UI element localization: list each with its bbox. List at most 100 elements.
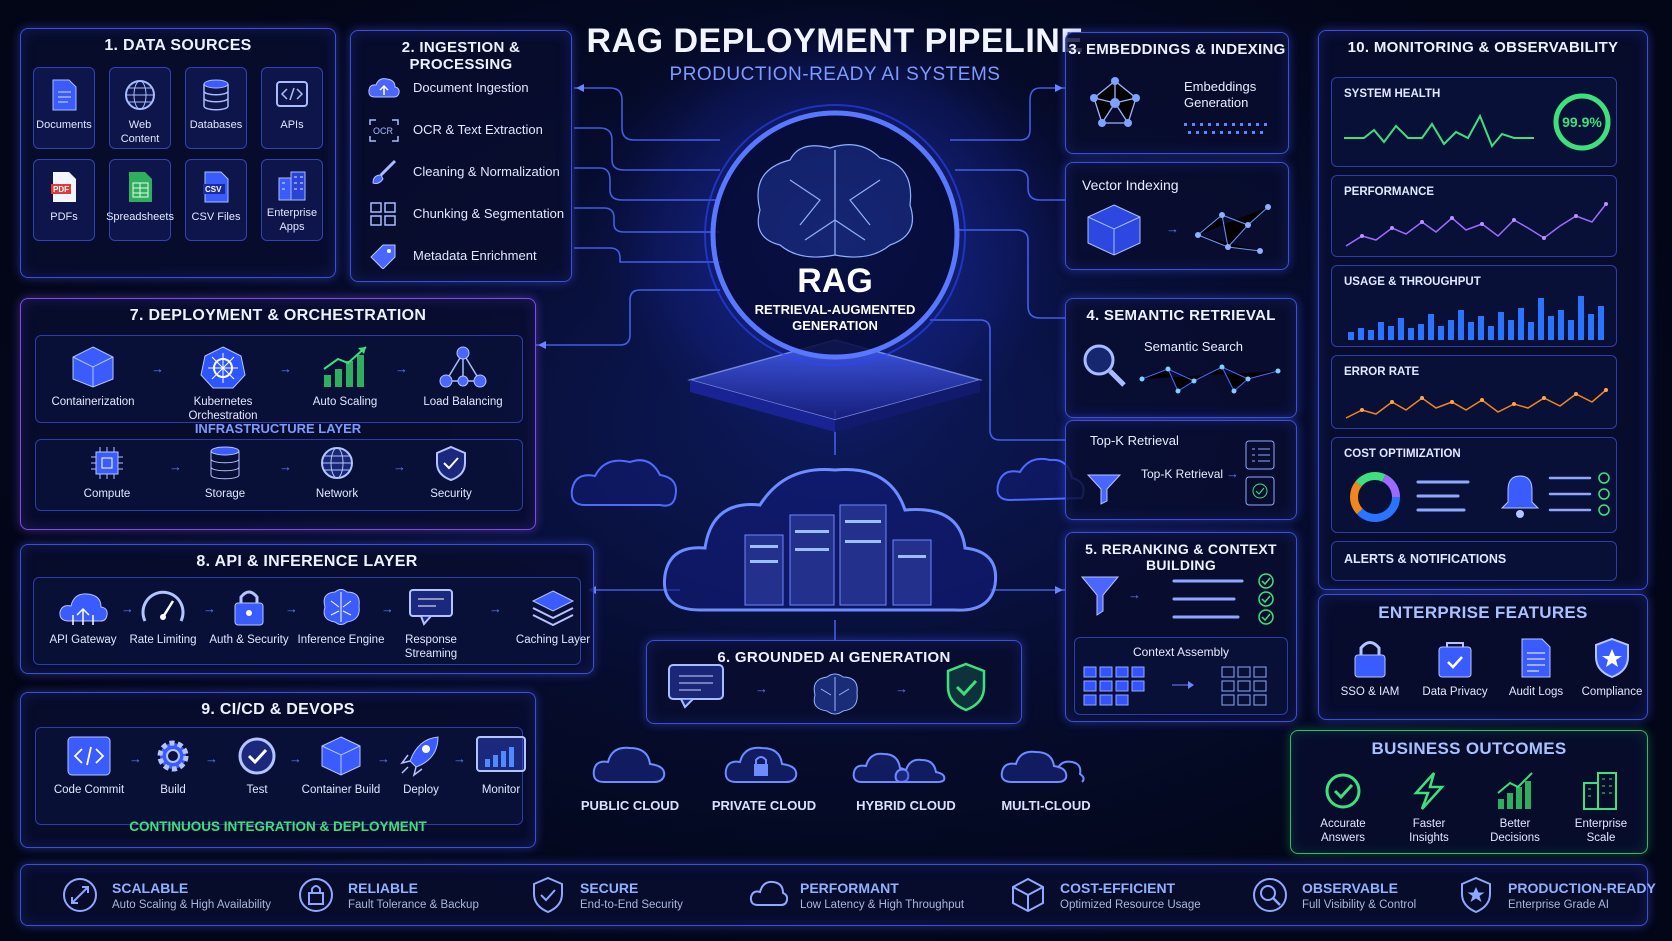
brain-icon <box>757 144 914 258</box>
ingestion-metadata[interactable]: Metadata Enrichment <box>367 243 537 269</box>
data-sources-title: 1. DATA SOURCES <box>104 37 252 54</box>
cicd-arrow-4: → <box>377 751 390 766</box>
grounded-title: 6. GROUNDED AI GENERATION <box>717 649 951 666</box>
document-icon <box>1521 638 1551 678</box>
alert-list <box>1548 472 1610 516</box>
performance-card[interactable]: PERFORMANCE <box>1331 175 1617 257</box>
feature-privacy[interactable]: Data Privacy <box>1415 637 1495 699</box>
globe-icon <box>321 447 353 479</box>
system-health-card[interactable]: SYSTEM HEALTH 99.9% <box>1331 77 1617 167</box>
magnifier-icon <box>1253 878 1287 912</box>
feature-audit-logs[interactable]: Audit Logs <box>1501 637 1571 699</box>
cicd-code-commit[interactable]: Code Commit <box>41 735 137 797</box>
multi-cloud-icon <box>1000 750 1085 783</box>
container-icon <box>72 346 114 388</box>
api-auth[interactable]: Auth & Security <box>201 587 297 647</box>
ingestion-chunking[interactable]: Chunking & Segmentation <box>367 201 564 227</box>
step-load-balancing[interactable]: Load Balancing <box>415 345 511 409</box>
cicd-footer: CONTINUOUS INTEGRATION & DEPLOYMENT <box>129 819 427 834</box>
infra-network[interactable]: Network <box>289 445 385 501</box>
ingestion-title: 2. INGESTION & PROCESSING <box>401 39 521 73</box>
source-documents[interactable]: Documents <box>33 67 95 149</box>
ingestion-document[interactable]: Document Ingestion <box>367 75 529 101</box>
feature-compliance[interactable]: Compliance <box>1577 637 1647 699</box>
shield-star-icon <box>1595 637 1629 679</box>
cost-optimization-card[interactable]: COST OPTIMIZATION <box>1331 437 1617 533</box>
donut-chart <box>1350 472 1400 522</box>
usage-card[interactable]: USAGE & THROUGHPUT <box>1331 265 1617 347</box>
monitoring-title: 10. MONITORING & OBSERVABILITY <box>1347 39 1619 56</box>
api-caching-layer[interactable]: Caching Layer <box>505 587 601 647</box>
cicd-steps-box <box>35 727 523 825</box>
alerts-card[interactable]: ALERTS & NOTIFICATIONS <box>1331 541 1617 581</box>
embeddings-title: 3. EMBEDDINGS & INDEXING <box>1068 41 1286 58</box>
cicd-container-build[interactable]: Container Build <box>293 735 389 797</box>
cube-icon <box>321 736 361 776</box>
cicd-monitor[interactable]: Monitor <box>453 735 549 797</box>
infra-arrow-2: → <box>279 459 292 474</box>
svg-text:CSV: CSV <box>205 185 222 194</box>
cloud-icon <box>749 880 788 906</box>
infra-storage[interactable]: Storage <box>177 445 273 501</box>
reranking-panel: 5. RERANKING & CONTEXT BUILDING → Contex… <box>1065 532 1297 722</box>
database-icon <box>203 79 229 111</box>
brush-icon <box>372 159 397 184</box>
api-gateway[interactable]: API Gateway <box>35 587 131 647</box>
api-response-streaming[interactable]: Response Streaming <box>383 587 479 661</box>
page-subtitle: PRODUCTION-READY AI SYSTEMS <box>669 64 1001 85</box>
infra-title: INFRASTRUCTURE LAYER <box>194 421 362 436</box>
csv-icon: CSV <box>203 171 229 203</box>
privacy-icon <box>1438 642 1472 678</box>
gauge-icon <box>141 590 185 622</box>
feature-sso[interactable]: SSO & IAM <box>1335 637 1405 699</box>
error-rate-card[interactable]: ERROR RATE <box>1331 355 1617 429</box>
vector-arrow: → <box>1166 221 1179 236</box>
ingestion-cleaning[interactable]: Cleaning & Normalization <box>367 159 560 185</box>
retrieval-panel: 4. SEMANTIC RETRIEVAL Semantic Search <box>1065 298 1297 418</box>
embedding-dots <box>1184 123 1267 134</box>
cicd-build[interactable]: Build <box>125 735 221 797</box>
vector-indexing-panel: Vector Indexing → <box>1065 162 1289 270</box>
code-icon <box>67 736 111 776</box>
svg-text:OCR: OCR <box>373 126 394 136</box>
cicd-deploy[interactable]: Deploy <box>373 735 469 797</box>
public-cloud-label: PUBLIC CLOUD <box>580 798 680 813</box>
cicd-test[interactable]: Test <box>209 735 305 797</box>
context-assembly-label: Context Assembly <box>1132 645 1230 659</box>
chart-up-icon <box>323 346 367 387</box>
source-databases[interactable]: Databases <box>185 67 247 149</box>
spreadsheet-icon <box>129 172 152 202</box>
source-spreadsheets[interactable]: Spreadsheets <box>106 159 174 241</box>
api-rate-limiting[interactable]: Rate Limiting <box>115 587 211 647</box>
step-containerization[interactable]: Containerization <box>45 345 141 409</box>
lock-icon <box>299 878 333 912</box>
step-auto-scaling[interactable]: Auto Scaling <box>297 345 393 409</box>
infra-security[interactable]: Security <box>403 445 499 501</box>
infra-compute[interactable]: Compute <box>59 445 155 501</box>
bolt-icon <box>1413 772 1445 810</box>
rag-line2: GENERATION <box>792 318 878 333</box>
api-arrow-5: → <box>489 601 502 616</box>
source-apis[interactable]: APIs <box>261 67 323 149</box>
chart-up-icon <box>1497 772 1533 809</box>
source-web-content[interactable]: Web Content <box>109 67 171 149</box>
api-inference-engine[interactable]: Inference Engine <box>293 587 389 647</box>
rag-title: RAG <box>797 262 873 300</box>
rag-line1: RETRIEVAL-AUGMENTED <box>754 302 916 317</box>
